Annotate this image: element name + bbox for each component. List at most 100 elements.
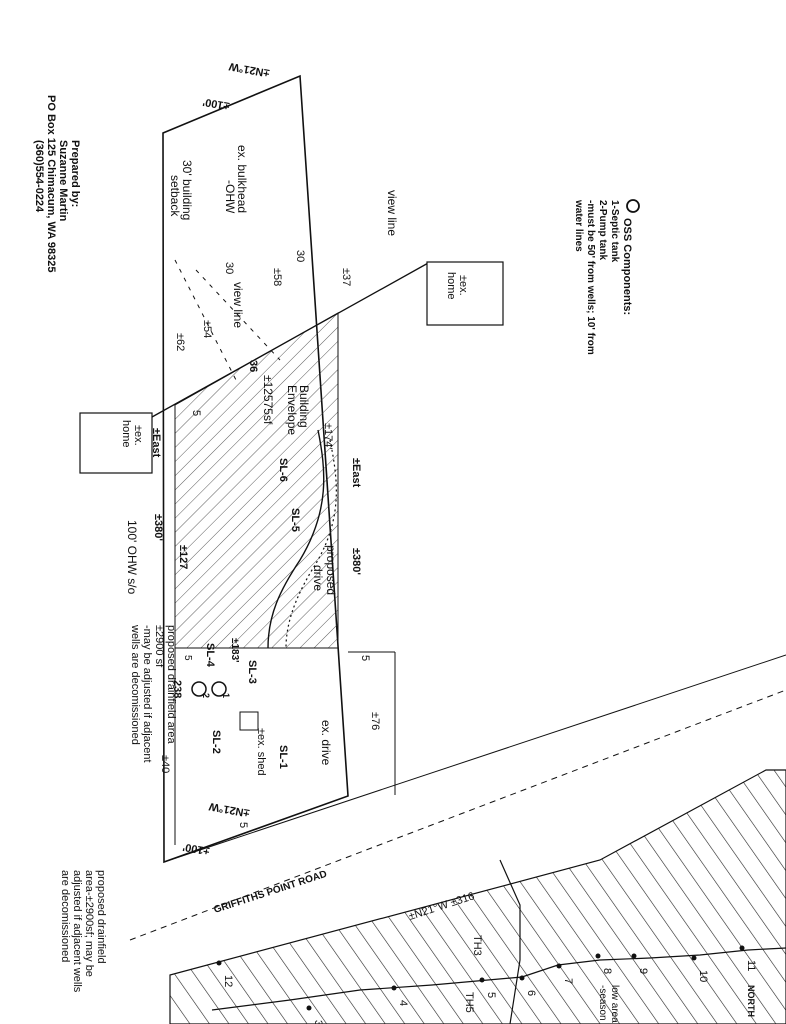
dim-37: ±37	[340, 268, 352, 286]
sample-location-1: SL-1	[277, 745, 289, 769]
pump-tank-number: 2	[201, 693, 211, 698]
right-note-2: area-±2900sf; may be	[83, 870, 95, 977]
top-length: ±100'	[201, 95, 230, 112]
dim-238: 238	[171, 680, 183, 698]
parcel-point-label: 3	[312, 1020, 324, 1024]
dim-174: ±174'	[322, 423, 334, 450]
dim-62: ±62	[174, 333, 186, 351]
preparer-address: PO Box 125 Chimacum, WA 98325	[45, 95, 57, 273]
oss-item1: 1-Septic tank	[609, 200, 620, 263]
existing-shed	[239, 711, 259, 731]
dim-5a: 5	[190, 410, 202, 416]
dim-58: ±58	[271, 268, 283, 286]
parcel-point-dot	[556, 963, 562, 969]
len-right: ±380'	[350, 548, 362, 575]
dim-30a: 30	[294, 250, 306, 262]
septic-tank-marker	[211, 681, 227, 697]
drainfield-3: -may be adjusted if adjacent	[141, 625, 153, 763]
existing-home-top	[426, 261, 504, 326]
oss-item4: water lines	[573, 199, 584, 252]
dim-30b: 30	[223, 262, 235, 274]
dim-127: ±127	[177, 545, 189, 569]
parcel-point-dot	[216, 960, 222, 966]
parcel-point-label: 9	[637, 968, 649, 974]
proposed-drive	[267, 429, 325, 649]
bottom-length: ±100'	[181, 840, 210, 857]
septic-tank-number: 1	[221, 693, 231, 698]
bulkhead-label: ex. bulkhead	[235, 145, 249, 213]
drainfield-2: ±2900 sf	[153, 625, 165, 668]
parcel-point-label: 11	[745, 960, 757, 971]
low-area-label: low area	[609, 985, 620, 1023]
proposed-drive-2: drive	[311, 565, 325, 591]
existing-home-left	[79, 412, 153, 474]
sample-location-5: SL-5	[289, 508, 301, 532]
proposed-drive-1: proposed	[324, 545, 338, 595]
east-left: ±East	[150, 428, 162, 458]
lot-boundary	[162, 74, 349, 864]
road-edge	[129, 689, 786, 941]
parcel-curve	[499, 859, 521, 1024]
dim-54: ±54	[201, 320, 213, 338]
len-left: ±380'	[152, 514, 164, 541]
parcel-point-label: 6	[525, 990, 537, 996]
parcel-point-label: 8	[601, 968, 613, 974]
view-line-mid: view line	[231, 282, 245, 328]
road-edge-2	[163, 654, 786, 863]
bottom-bearing: ±N21°W	[207, 800, 250, 819]
preparer-phone: (360)554-0224	[33, 140, 45, 213]
building-label-2: Envelope	[285, 385, 299, 435]
east-right: ±East	[350, 458, 362, 488]
ex-home-left-2: home	[120, 420, 132, 448]
drainfield-4: wells are decomissioned	[129, 624, 141, 745]
parcel-point-dot	[691, 955, 697, 961]
view-line-top: view line	[385, 190, 399, 236]
oss-item3: -must be 50' from wells; 10' from	[585, 200, 596, 355]
parcel-point-label: 12	[222, 975, 234, 987]
parcel-point-dot	[306, 1005, 312, 1011]
parcel-point-label: 4	[397, 1000, 409, 1006]
parcel-point-dot	[739, 945, 745, 951]
right-note-3: adjusted if adjacent wells	[71, 870, 83, 993]
ohw-line	[195, 269, 281, 361]
building-label-3: ±12575sf	[261, 375, 275, 425]
dim-5b: 5	[182, 655, 193, 661]
sample-location-4: SL-4	[204, 643, 216, 668]
view-line	[151, 261, 431, 418]
ex-home-top-1: ±ex.	[457, 275, 469, 296]
right-note-4: are decomissioned	[59, 870, 71, 962]
parcel-point-dot	[631, 953, 637, 959]
oss-item2: 2-Pump tank	[597, 200, 608, 260]
preparer-heading: Prepared by:	[69, 140, 81, 207]
ex-drive-label: ex. drive	[319, 720, 333, 766]
dim-5d: 5	[237, 822, 249, 828]
ex-home-left-1: ±ex.	[132, 425, 144, 446]
parcel-point-label: 5	[485, 992, 497, 998]
proposed-drive-edge	[285, 439, 337, 649]
neighbour-parcel	[169, 769, 786, 1024]
test-hole-5: TH5	[463, 992, 475, 1013]
sample-location-6: SL-6	[277, 458, 289, 482]
test-hole-3: TH3	[471, 935, 483, 956]
dim-76: ±76	[369, 712, 381, 730]
setback-line	[174, 259, 237, 381]
right-note-1: proposed drainfield	[95, 870, 107, 964]
ohw-so-label: 100' OHW s/o	[125, 520, 139, 595]
parcel-point-dot	[391, 985, 397, 991]
season-label: -season	[597, 985, 608, 1021]
dim-183: ±183'	[229, 638, 240, 663]
parcel-point-dot	[519, 975, 525, 981]
sample-location-3: SL-3	[246, 660, 258, 684]
dim-5c: 5	[359, 655, 371, 661]
oss-title: OSS Components:	[621, 218, 633, 315]
preparer-name: Suzanne Martin	[57, 140, 69, 222]
ohw-label: -OHW	[223, 180, 237, 214]
dim-40: ±40	[159, 755, 171, 773]
north-label: NORTH	[746, 985, 756, 1017]
parcel-point-label: 10	[697, 970, 709, 982]
setback-label-2: setback	[168, 175, 182, 217]
parcel-point-dot	[595, 953, 601, 959]
ex-home-top-2: home	[445, 272, 457, 300]
parcel-point-dot	[479, 977, 485, 983]
